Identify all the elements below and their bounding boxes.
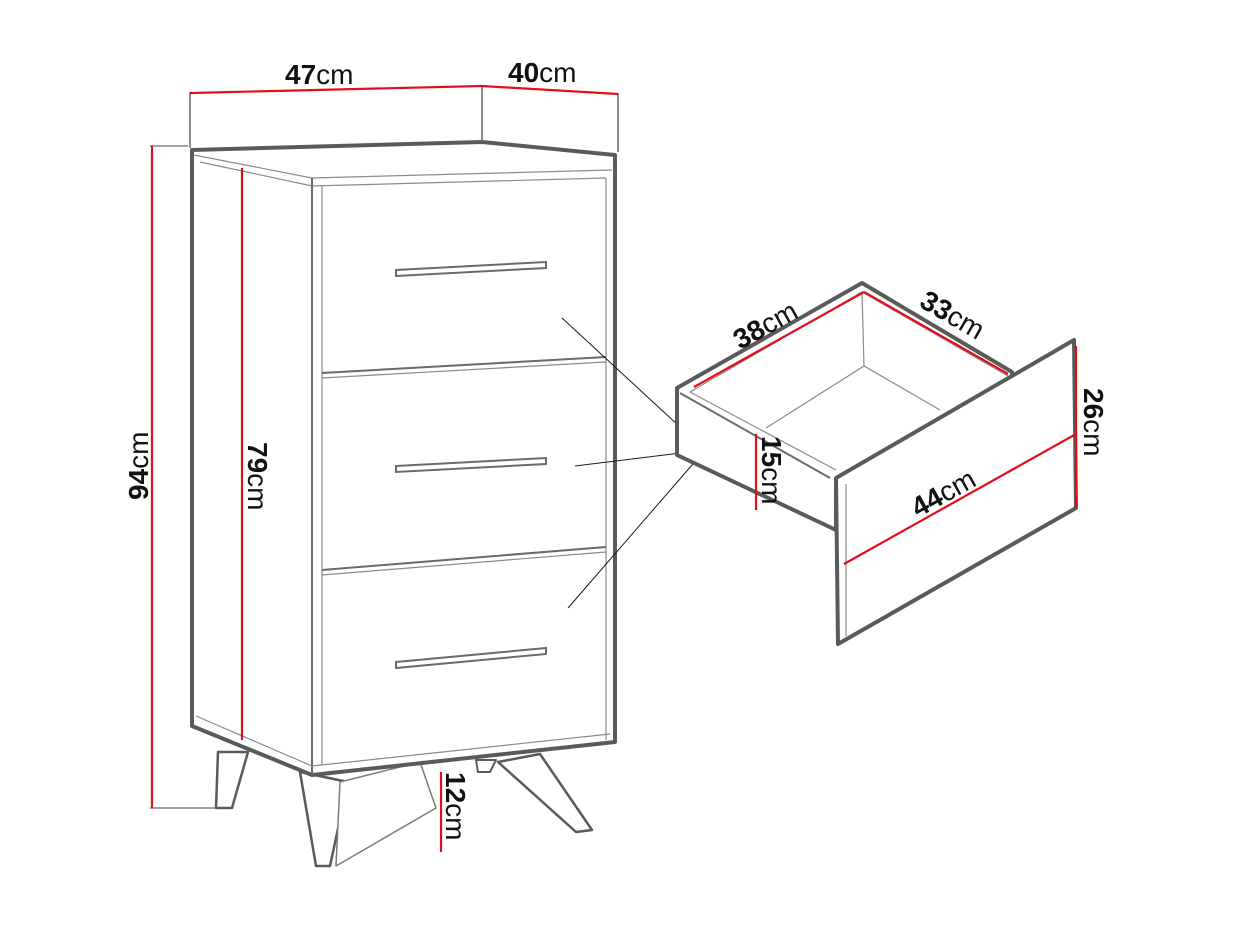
depth-dimension-line <box>481 84 619 96</box>
total-height-label: 94cm <box>123 432 154 500</box>
chest-dimension-lines <box>150 84 619 852</box>
leg-height-label: 12cm <box>440 772 471 840</box>
drawer-inner-width-line <box>693 291 865 388</box>
width-label: 47cm <box>285 59 353 90</box>
chest-labels: 47cm 40cm 94cm 79cm 12cm <box>123 57 576 840</box>
body-height-label: 79cm <box>242 442 273 510</box>
drawer-divider-2 <box>321 546 607 571</box>
width-dimension-line <box>189 84 483 95</box>
drawer-inner-height-label: 15cm <box>756 436 787 504</box>
drawer-handle-3 <box>395 646 547 670</box>
drawer-handle-1 <box>395 260 547 278</box>
depth-label: 40cm <box>508 57 576 88</box>
drawer-inner-depth-line <box>863 291 1009 375</box>
chest-legs <box>214 750 594 868</box>
drawer-divider-1 <box>321 356 607 374</box>
drawer-front-height-label: 26cm <box>1078 388 1109 456</box>
drawer-front-width-line <box>843 433 1077 565</box>
drawer-detail <box>675 281 1078 646</box>
drawer-dimension-lines <box>693 291 1078 565</box>
drawer-handle-2 <box>395 456 547 474</box>
